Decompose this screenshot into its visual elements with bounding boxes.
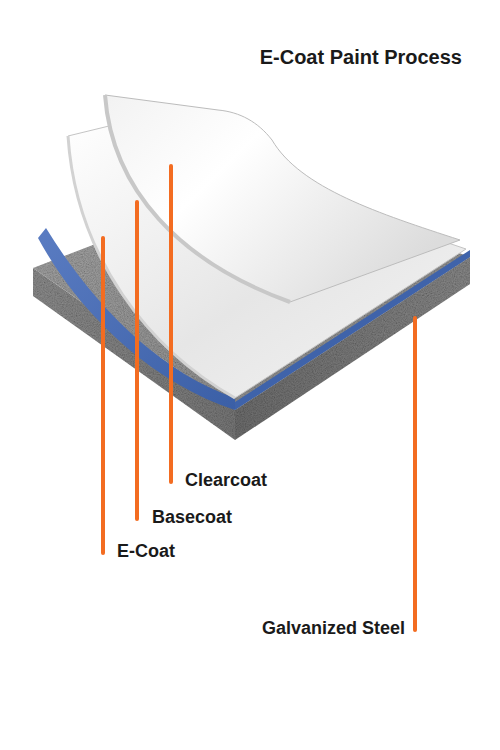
leader-line: [135, 202, 139, 519]
layer-label: Clearcoat: [185, 470, 267, 491]
leader-line: [101, 238, 105, 553]
clearcoat-edge: [105, 95, 290, 302]
layer-label: Basecoat: [152, 507, 232, 528]
leader-line: [413, 318, 417, 630]
diagram-title: E-Coat Paint Process: [260, 46, 462, 69]
layer-label: E-Coat: [117, 541, 175, 562]
layer-label: Galvanized Steel: [262, 618, 405, 639]
leader-line: [169, 166, 173, 482]
clearcoat-sheet: [105, 95, 460, 302]
